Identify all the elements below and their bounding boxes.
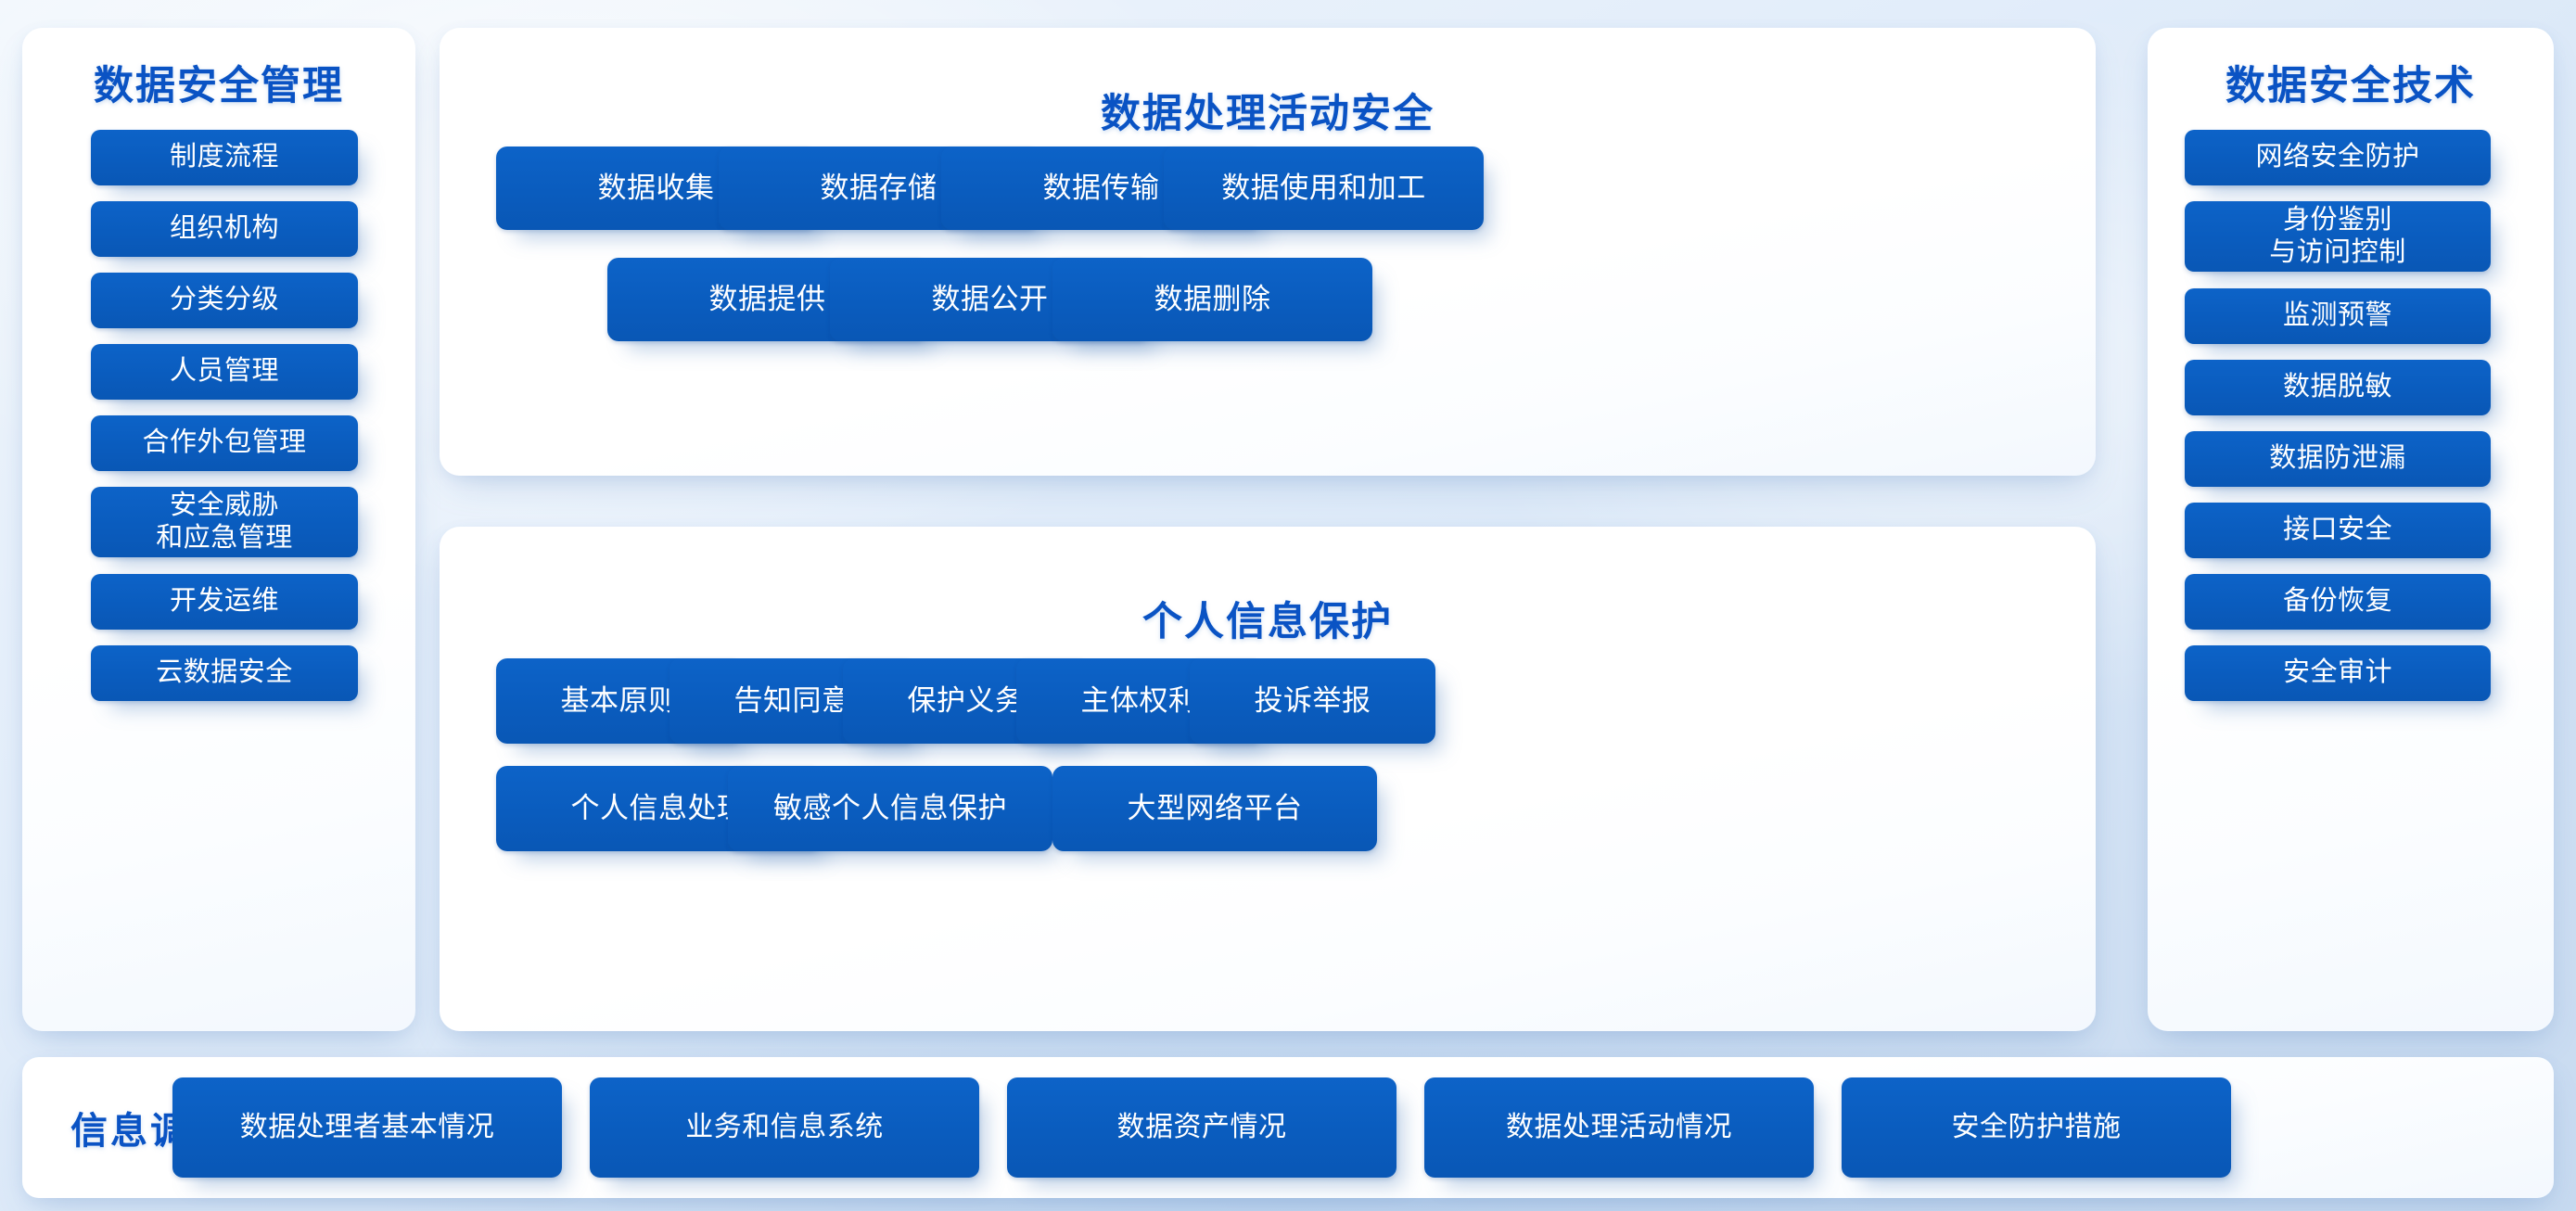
management-chip-label: 安全威胁 和应急管理 [156,490,293,553]
personal-chip-row2-2[interactable]: 敏感个人信息保护 [728,766,1052,851]
survey-chip-2[interactable]: 业务和信息系统 [590,1077,979,1178]
personal-chip-row1-label: 基本原则 [560,684,678,718]
personal-chip-row2-3[interactable]: 大型网络平台 [1052,766,1377,851]
survey-chip-label: 数据处理活动情况 [1506,1111,1732,1142]
management-chip-label: 云数据安全 [156,657,293,688]
technology-chip-label: 数据脱敏 [2282,372,2392,402]
management-chip-6[interactable]: 安全威胁 和应急管理 [91,487,358,557]
personal-chip-row2-label: 个人信息处理 [570,792,746,825]
personal-chip-row1-5[interactable]: 投诉举报 [1190,658,1435,744]
personal-chip-row1-label: 告知同意 [733,684,851,718]
activity-chip-row1-label: 数据存储 [820,172,937,205]
management-chip-8[interactable]: 云数据安全 [91,645,358,701]
technology-chip-3[interactable]: 监测预警 [2185,288,2491,344]
panel-data-security-management: 数据安全管理 制度流程组织机构分类分级人员管理合作外包管理安全威胁 和应急管理开… [22,28,415,1031]
management-chip-7[interactable]: 开发运维 [91,574,358,630]
panel-personal-information-protection: 个人信息保护 基本原则 告知同意 保护义务 主体权利 投诉举报个人信息处理敏感个人信息保… [440,527,2096,1031]
technology-chip-label: 网络安全防护 [2255,142,2420,172]
activity-chip-row2-3[interactable]: 数据删除 [1052,258,1372,341]
survey-chip-label: 安全防护措施 [1951,1111,2122,1142]
technology-chip-label: 数据防泄漏 [2269,443,2406,474]
management-chip-1[interactable]: 制度流程 [91,130,358,185]
activity-chip-row2-label: 数据提供 [708,283,826,316]
management-chip-label: 分类分级 [169,285,279,315]
technology-chip-5[interactable]: 数据防泄漏 [2185,431,2491,487]
technology-chip-1[interactable]: 网络安全防护 [2185,130,2491,185]
technology-chip-label: 备份恢复 [2282,586,2392,617]
activity-chip-row1-label: 数据使用和加工 [1221,172,1426,205]
technology-chip-8[interactable]: 安全审计 [2185,645,2491,701]
management-chip-label: 人员管理 [169,356,279,387]
management-chip-3[interactable]: 分类分级 [91,273,358,328]
technology-chip-label: 监测预警 [2282,300,2392,331]
management-chip-label: 开发运维 [169,586,279,617]
activity-chip-row2-label: 数据公开 [931,283,1049,316]
personal-chip-row1-label: 主体权利 [1080,684,1198,718]
personal-chip-row1-label: 保护义务 [907,684,1025,718]
panel-title-data-processing-activity-security: 数据处理活动安全 [1101,92,1435,136]
personal-chip-row1-label: 投诉举报 [1254,684,1371,718]
technology-chip-label: 安全审计 [2282,657,2392,688]
survey-chip-5[interactable]: 安全防护措施 [1842,1077,2231,1178]
technology-chip-7[interactable]: 备份恢复 [2185,574,2491,630]
survey-chip-label: 数据处理者基本情况 [239,1111,495,1142]
activity-chip-row1-4[interactable]: 数据使用和加工 [1164,147,1484,230]
activity-chip-row1-label: 数据收集 [597,172,715,205]
personal-chip-row2-label: 敏感个人信息保护 [773,792,1007,825]
survey-chip-3[interactable]: 数据资产情况 [1007,1077,1396,1178]
technology-chip-label: 接口安全 [2282,515,2392,545]
panel-title-personal-information-protection: 个人信息保护 [1142,600,1393,644]
management-chip-label: 合作外包管理 [142,427,307,458]
technology-chip-4[interactable]: 数据脱敏 [2185,360,2491,415]
technology-chip-label: 身份鉴别 与访问控制 [2269,204,2406,267]
survey-chip-4[interactable]: 数据处理活动情况 [1424,1077,1814,1178]
survey-chip-1[interactable]: 数据处理者基本情况 [172,1077,562,1178]
management-chip-label: 制度流程 [169,142,279,172]
activity-chip-row1-label: 数据传输 [1042,172,1160,205]
panel-data-processing-activity-security: 数据处理活动安全 数据收集 数据存储 数据传输 数据使用和加工数据提供 数据公开 数据删除 [440,28,2096,476]
panel-title-data-security-technology: 数据安全技术 [2225,64,2476,108]
management-chip-label: 组织机构 [169,213,279,244]
technology-chip-2[interactable]: 身份鉴别 与访问控制 [2185,201,2491,272]
survey-chip-label: 数据资产情况 [1116,1111,1287,1142]
personal-chip-row2-label: 大型网络平台 [1127,792,1303,825]
panel-data-security-technology: 数据安全技术 网络安全防护身份鉴别 与访问控制监测预警数据脱敏数据防泄漏接口安全… [2148,28,2554,1031]
panel-title-data-security-management: 数据安全管理 [94,64,344,108]
activity-chip-row2-label: 数据删除 [1154,283,1271,316]
technology-chip-6[interactable]: 接口安全 [2185,503,2491,558]
management-chip-5[interactable]: 合作外包管理 [91,415,358,471]
management-chip-2[interactable]: 组织机构 [91,201,358,257]
survey-chip-label: 业务和信息系统 [685,1111,884,1142]
management-chip-4[interactable]: 人员管理 [91,344,358,400]
panel-information-survey: 信息调研 数据处理者基本情况业务和信息系统数据资产情况数据处理活动情况安全防护措… [22,1057,2554,1198]
